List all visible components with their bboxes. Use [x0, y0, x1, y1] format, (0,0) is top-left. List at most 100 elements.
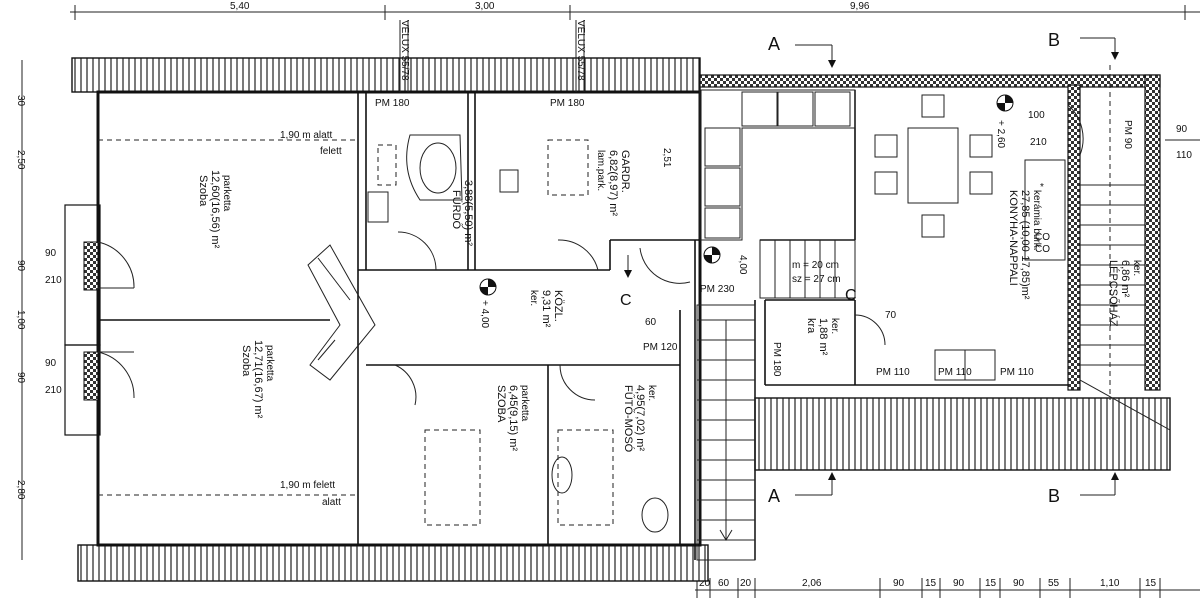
room-area: 12,71(16,67) m²	[252, 340, 264, 419]
room-name: LÉPCSŐHÁZ	[1107, 260, 1121, 327]
door-label-pm120: PM 120	[643, 342, 678, 353]
wall-top-right	[699, 74, 1161, 88]
room-kozl: KÖZL. 9,31 m² ker.	[528, 290, 564, 328]
room-floor: parketta	[221, 175, 232, 212]
section-a-bottom-letter: A	[768, 486, 780, 506]
door-label-pm180-bath: PM 180	[375, 98, 410, 109]
room-floor: parketta	[519, 385, 530, 422]
bottom-dim-7: 90	[953, 578, 965, 589]
bottom-dim-3: 20	[740, 578, 752, 589]
door-label-pm230: PM 230	[700, 284, 735, 295]
roof-band-top	[71, 57, 701, 93]
door-label-pm180-gardr: PM 180	[550, 98, 585, 109]
height-note-top-above: felett	[320, 146, 342, 157]
level-konyha-text: + 2,60	[995, 120, 1006, 149]
left-dimension-line: 30 2,50 90 1,00 90 2,80	[15, 60, 26, 560]
kitchen-sink-icon: CO	[1035, 232, 1050, 243]
bottom-dim-9: 90	[1013, 578, 1025, 589]
left-dim-2: 2,50	[15, 150, 26, 170]
door-swing-hall	[639, 247, 691, 284]
room-floor: kerámia burk.	[1031, 190, 1042, 251]
left-window-bottom-width: 90	[45, 358, 57, 369]
right-dim-1: 90	[1176, 124, 1188, 135]
upper-stair: m = 20 cm sz = 27 cm	[759, 239, 856, 299]
door-swing-gardr	[557, 239, 599, 271]
skylight-szoba3	[424, 429, 481, 526]
room-floor: ker.	[829, 318, 840, 334]
left-window-top: 90 210	[45, 204, 135, 346]
left-dim-6: 2,80	[15, 480, 26, 500]
bottom-dim-11: 1,10	[1100, 578, 1120, 589]
level-marker-kozl: + 4,00	[479, 278, 497, 329]
door-label-pm110-b: PM 110	[938, 367, 972, 378]
hall-stair	[307, 244, 376, 381]
section-b-bottom: B	[1048, 472, 1119, 506]
right-dim-2: 110	[1176, 150, 1192, 161]
roof-band-bottom	[77, 544, 709, 582]
room-szoba-3: SZOBA 6,45(9,15) m² parketta	[495, 385, 530, 451]
left-window-bottom-height: 210	[45, 385, 62, 396]
stair-spec-2: sz = 27 cm	[792, 274, 841, 285]
door-swing-lepcso	[1067, 104, 1084, 156]
door-swing-kamra	[854, 314, 886, 346]
level-marker-konyha: + 2,60	[995, 94, 1014, 149]
room-area: 6,86 m²	[1119, 260, 1131, 298]
left-dim-4: 1,00	[15, 310, 26, 330]
left-dim-1: 30	[15, 95, 26, 107]
left-dim-3: 90	[15, 260, 26, 272]
door-label-pm180-kamra: PM 180	[771, 342, 782, 377]
left-window-top-width: 90	[45, 248, 57, 259]
corner-sofa	[699, 89, 856, 241]
section-a-top-letter: A	[768, 34, 780, 54]
skylight-futo	[557, 429, 614, 526]
room-area: 9,31 m²	[540, 290, 552, 328]
velux-label-1: VELUX 55/78	[399, 20, 410, 81]
top-dim-1: 5,40	[230, 1, 250, 12]
room-name: KÖZL.	[552, 290, 564, 322]
section-b-bottom-letter: B	[1048, 486, 1060, 506]
door-dim-100: 100	[1028, 110, 1045, 121]
bottom-dim-8: 15	[985, 578, 997, 589]
door-swing-futo	[559, 364, 596, 401]
room-gardr: GARDR. 6,82(8,97) m² lam.park.	[595, 150, 631, 216]
level-kozl-text: + 4,00	[479, 300, 490, 329]
height-note-bottom-above: 1,90 m felett	[280, 480, 335, 491]
height-note-top-below: 1,90 m alatt	[280, 130, 332, 141]
kitchen-hob-icon: *	[1040, 182, 1044, 193]
room-area: 3,88(5,50) m²	[462, 180, 474, 246]
washbasin	[551, 456, 573, 494]
wall-right	[1144, 74, 1161, 391]
room-name: SZOBA	[495, 385, 507, 423]
top-dim-2: 3,00	[475, 1, 495, 12]
left-window-top-height: 210	[45, 275, 62, 286]
bottom-dim-4: 2,06	[802, 578, 822, 589]
room-name: KONYHA-NAPPALI	[1007, 190, 1019, 286]
section-c: C C	[620, 255, 857, 309]
dining-set	[874, 94, 993, 238]
height-note-bottom-below: alatt	[322, 497, 341, 508]
door-label-pm110-a: PM 110	[876, 367, 910, 378]
door-dim-60: 60	[645, 317, 657, 328]
door-label-pm110-c: PM 110	[1000, 367, 1034, 378]
room-name: Szoba	[197, 175, 209, 207]
level-landing-text: 4,00	[737, 255, 748, 275]
bottom-dim-12: 15	[1145, 578, 1157, 589]
top-dim-3: 9,96	[850, 1, 870, 12]
room-konyha-nappali: KONYHA-NAPPALI 27,85 (10,00-17,85)m² ker…	[1007, 190, 1042, 300]
room-area: 4,95(7,02) m²	[634, 385, 646, 451]
room-floor: ker.	[646, 385, 657, 401]
room-area: 6,82(8,97) m²	[607, 150, 619, 216]
room-floor: ker.	[1131, 260, 1142, 276]
section-a-top: A	[768, 34, 836, 68]
door-dim-251: 2,51	[661, 148, 672, 168]
room-lepcsohaz: LÉPCSŐHÁZ 6,86 m² ker.	[1107, 260, 1142, 327]
door-swing-szoba3	[394, 364, 417, 406]
top-dimension-line: 5,40 3,00 9,96	[70, 1, 1200, 20]
bottom-dim-5: 90	[893, 578, 905, 589]
lepcsohaz-stair	[1079, 65, 1171, 431]
door-label-pm90: PM 90	[1122, 120, 1133, 149]
room-szoba-1: Szoba 12,60(16,56) m² parketta	[197, 170, 232, 249]
stair-spec-1: m = 20 cm	[792, 260, 839, 271]
room-kamra: kra 1,88 m² ker.	[805, 318, 840, 356]
